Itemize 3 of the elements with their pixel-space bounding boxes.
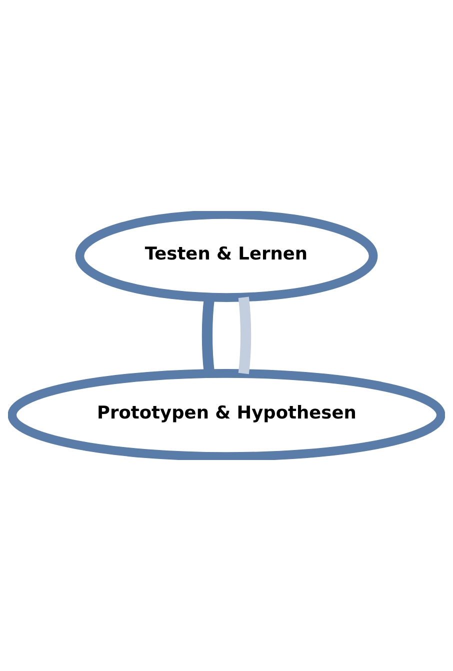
node-ellipse: Prototypen & Hypothesen xyxy=(8,369,445,460)
connector xyxy=(238,296,252,374)
node-ellipse: Testen & Lernen xyxy=(75,211,378,302)
